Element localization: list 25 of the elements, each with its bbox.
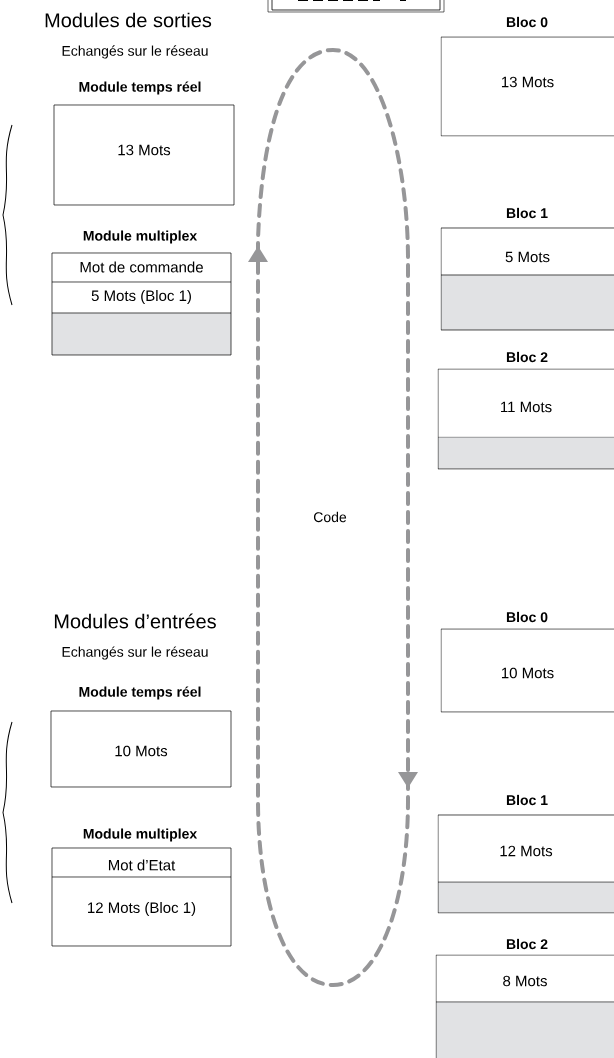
node-label: Bloc 2 bbox=[506, 938, 548, 950]
module-box: Bloc 1 5 Mots bbox=[440, 207, 614, 331]
node-label: Bloc 1 bbox=[506, 794, 548, 806]
node-label: Module temps réel bbox=[79, 81, 201, 95]
module-box: Bloc 0 10 Mots bbox=[440, 611, 614, 713]
module-box: Module temps réel 13 Mots bbox=[53, 81, 235, 206]
node-label: Bloc 2 bbox=[506, 351, 548, 363]
node-label: Bloc 0 bbox=[506, 16, 548, 28]
node-label: Module multiplex bbox=[83, 230, 198, 244]
section-title: Modules de sorties bbox=[45, 12, 212, 28]
node-label: Bloc 0 bbox=[506, 611, 548, 623]
module-box: Bloc 2 11 Mots bbox=[437, 351, 614, 470]
module-box: Module multiplex Mot d’Etat 12 Mots (Bloc 1) bbox=[51, 828, 232, 947]
module-box: Module temps réel 10 Mots bbox=[50, 686, 232, 788]
module-box: Module multiplex Mot de commande 5 Mots (Bloc 1) bbox=[51, 230, 232, 356]
module-box: Bloc 1 12 Mots bbox=[437, 794, 614, 914]
subtitle: Echangés sur le réseau bbox=[62, 45, 208, 59]
subtitle: Echangés sur le réseau bbox=[62, 646, 208, 660]
node-label: Module temps réel bbox=[79, 686, 201, 700]
node-label: Bloc 1 bbox=[506, 207, 548, 219]
node-label: Module multiplex bbox=[83, 828, 198, 842]
section-title: Modules d’entrées bbox=[54, 613, 216, 629]
module-box: Bloc 2 8 Mots bbox=[435, 938, 614, 1058]
center-label: Code bbox=[313, 511, 347, 523]
module-box: Bloc 0 13 Mots bbox=[440, 16, 614, 137]
